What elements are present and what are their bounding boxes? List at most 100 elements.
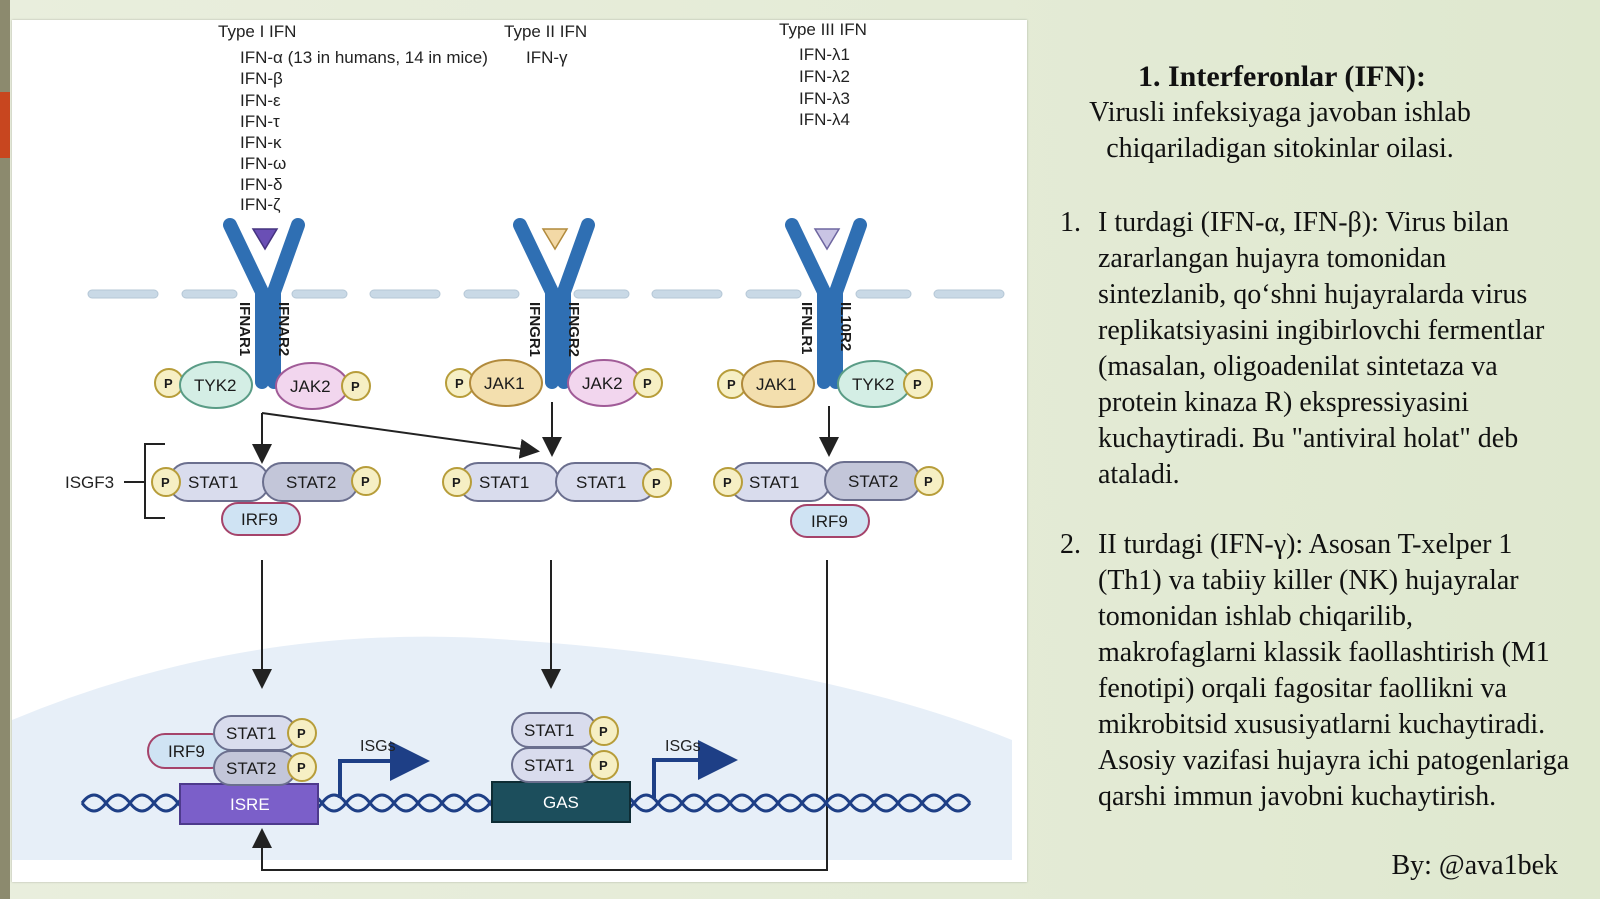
nuclear-isgf3-complex: IRF9 STAT1 STAT2 P P <box>147 715 317 786</box>
stat1-label: STAT1 <box>188 473 238 492</box>
stat1-label: STAT1 <box>749 473 799 492</box>
ifnar2-label: IFNAR2 <box>275 302 292 356</box>
type1-ligand: IFN-ε <box>240 91 281 110</box>
type3-stat-complex: STAT1 STAT2 P P IRF9 <box>713 461 944 538</box>
tyk2-protein <box>179 361 253 409</box>
phospho-icon <box>633 368 663 398</box>
jak1-protein <box>469 359 543 407</box>
type1-ligand: IFN-β <box>240 69 283 88</box>
signaling-diagram: Type I IFN Type II IFN Type III IFN IFN-… <box>12 20 1012 871</box>
type1-header: Type I IFN <box>218 22 296 41</box>
ifn-signaling-figure: Type I IFN Type II IFN Type III IFN IFN-… <box>12 20 1027 882</box>
type1-ligand-list: IFN-α (13 in humans, 14 in mice) IFN-β I… <box>240 48 488 214</box>
phospho-label: P <box>297 726 306 741</box>
section-subtitle: Virusli infeksiyaga javoban ishlab chiqa… <box>1089 97 1471 164</box>
phospho-label: P <box>727 377 736 392</box>
type1-ligand: IFN-α (13 in humans, 14 in mice) <box>240 48 488 67</box>
type1-ligand: IFN-δ <box>240 175 283 194</box>
type3-header: Type III IFN <box>779 20 867 39</box>
phospho-label: P <box>361 474 370 489</box>
phospho-icon <box>287 718 317 748</box>
irf9-protein <box>790 504 870 538</box>
phospho-icon <box>589 750 619 780</box>
isre-element <box>179 783 319 825</box>
list-text: I turdagi (IFN-α, IFN-β): Virus bilan za… <box>1098 207 1545 490</box>
phospho-label: P <box>599 724 608 739</box>
irf9-label: IRF9 <box>811 512 848 531</box>
author-credit: By: @ava1bek <box>1391 850 1558 881</box>
phospho-icon <box>914 466 944 496</box>
phospho-icon <box>151 467 181 497</box>
irf9-label: IRF9 <box>168 742 205 761</box>
type3-kinases: P JAK1 TYK2 P <box>717 360 933 408</box>
type3-ligand: IFN-λ1 <box>799 45 850 64</box>
phospho-label: P <box>161 475 170 490</box>
phospho-label: P <box>924 474 933 489</box>
type3-ligand: IFN-λ2 <box>799 67 850 86</box>
gas-label: GAS <box>543 793 579 812</box>
il10r2-label: IL10R2 <box>837 302 854 351</box>
phospho-label: P <box>297 760 306 775</box>
phospho-label: P <box>913 377 922 392</box>
jak2-label: JAK2 <box>290 377 331 396</box>
type3-ligand: IFN-λ4 <box>799 110 850 129</box>
type2-ligand: IFN-γ <box>526 48 568 67</box>
type1-receptor: IFNAR1 IFNAR2 <box>223 218 305 389</box>
jak1-label: JAK1 <box>756 375 797 394</box>
ifngr2-label: IFNGR2 <box>565 302 582 357</box>
type1-ligand: IFN-κ <box>240 133 282 152</box>
stat1-label: STAT1 <box>226 724 276 743</box>
type3-ligand-list: IFN-λ1 IFN-λ2 IFN-λ3 IFN-λ4 <box>799 45 850 129</box>
cell-membrane <box>87 289 1005 299</box>
transcription-arrows <box>338 740 738 798</box>
type3-ligand: IFN-λ3 <box>799 89 850 108</box>
stat1-label: STAT1 <box>524 756 574 775</box>
list-number: 2. <box>1060 529 1081 560</box>
isgf3-label: ISGF3 <box>65 473 114 492</box>
type1-ligand: IFN-τ <box>240 112 280 131</box>
left-edge-accent <box>0 92 10 158</box>
type1-kinases: P TYK2 JAK2 P <box>154 361 371 410</box>
tyk2-label: TYK2 <box>194 376 237 395</box>
phospho-icon <box>713 467 743 497</box>
type3-receptor: IFNLR1 IL10R2 <box>785 218 867 389</box>
list-text: II turdagi (IFN-γ): Asosan T-xelper 1 (T… <box>1098 529 1570 812</box>
type2-receptor: IFNGR1 IFNGR2 <box>513 218 595 389</box>
phospho-label: P <box>164 376 173 391</box>
stat1-label: STAT1 <box>524 721 574 740</box>
section-title: 1. Interferonlar (IFN): <box>1138 60 1426 93</box>
phospho-label: P <box>351 379 360 394</box>
nuclear-translocation-arrows <box>252 560 828 871</box>
isre-label: ISRE <box>230 795 270 814</box>
type1-ligand: IFN-ω <box>240 154 286 173</box>
left-edge-strip <box>0 0 10 899</box>
phospho-icon <box>351 466 381 496</box>
nuclear-gaf-complex: STAT1 STAT1 P P <box>511 712 619 783</box>
activation-arrows <box>252 402 839 464</box>
phospho-icon <box>442 467 472 497</box>
isgf3-bracket: ISGF3 <box>65 443 165 519</box>
stat2-label: STAT2 <box>286 473 336 492</box>
ifnlr1-label: IFNLR1 <box>798 302 815 355</box>
jak1-protein <box>741 360 815 408</box>
list-number: 1. <box>1060 207 1081 238</box>
isgs-label: ISGs <box>665 738 701 755</box>
phospho-icon <box>341 371 371 401</box>
irf9-label: IRF9 <box>241 510 278 529</box>
phospho-icon <box>642 468 672 498</box>
phospho-icon <box>903 369 933 399</box>
type2-kinases: P JAK1 JAK2 P <box>445 359 663 407</box>
ifngr1-label: IFNGR1 <box>526 302 543 357</box>
ifnar1-label: IFNAR1 <box>236 302 253 356</box>
type1-ligand: IFN-ζ <box>240 195 281 214</box>
phospho-label: P <box>452 475 461 490</box>
stat1-label: STAT1 <box>479 473 529 492</box>
gas-element <box>491 781 631 823</box>
type3-ligand-triangle <box>813 228 841 251</box>
jak2-label: JAK2 <box>582 374 623 393</box>
type2-ligand-triangle <box>541 228 569 251</box>
stat2-label: STAT2 <box>226 759 276 778</box>
stat1-label: STAT1 <box>576 473 626 492</box>
type2-stat-complex: STAT1 STAT1 P P <box>442 462 672 502</box>
isgs-label: ISGs <box>360 738 396 755</box>
